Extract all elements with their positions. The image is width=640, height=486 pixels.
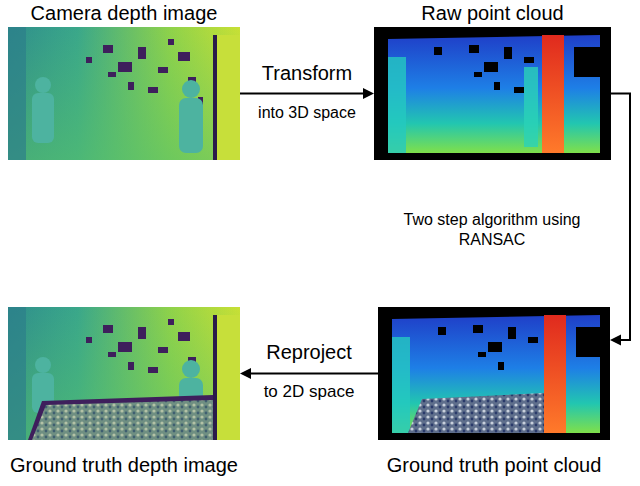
arrow-head — [363, 88, 374, 99]
arrow-head — [610, 335, 621, 346]
point-cloud-image — [374, 27, 611, 160]
edge-note: to 2D space — [264, 381, 355, 402]
panel-caption: Camera depth image — [31, 2, 218, 25]
point-cloud-image — [378, 307, 610, 440]
image-panel: Camera depth image — [8, 27, 240, 160]
depth-image — [8, 307, 240, 440]
edge-label: Transform — [262, 61, 352, 86]
panel-caption: Ground truth point cloud — [387, 454, 602, 477]
edge-note: into 3D space — [258, 103, 356, 123]
image-panel: Ground truth depth image — [8, 307, 240, 440]
panel-caption: Raw point cloud — [421, 2, 563, 25]
image-panel: Raw point cloud — [374, 27, 611, 160]
edge-label: Reproject — [266, 340, 352, 365]
arrow-head — [240, 368, 251, 379]
image-panel: Ground truth point cloud — [378, 307, 610, 440]
edge-label: Two step algorithm using RANSAC — [397, 210, 587, 250]
arrow-connector — [240, 88, 374, 99]
depth-image — [8, 27, 240, 160]
panel-caption: Ground truth depth image — [10, 454, 238, 477]
arrow-connector — [610, 94, 630, 346]
connector-line — [240, 93, 364, 95]
connector-line — [250, 373, 378, 375]
connector-line — [611, 94, 630, 341]
arrow-connector — [240, 368, 378, 379]
